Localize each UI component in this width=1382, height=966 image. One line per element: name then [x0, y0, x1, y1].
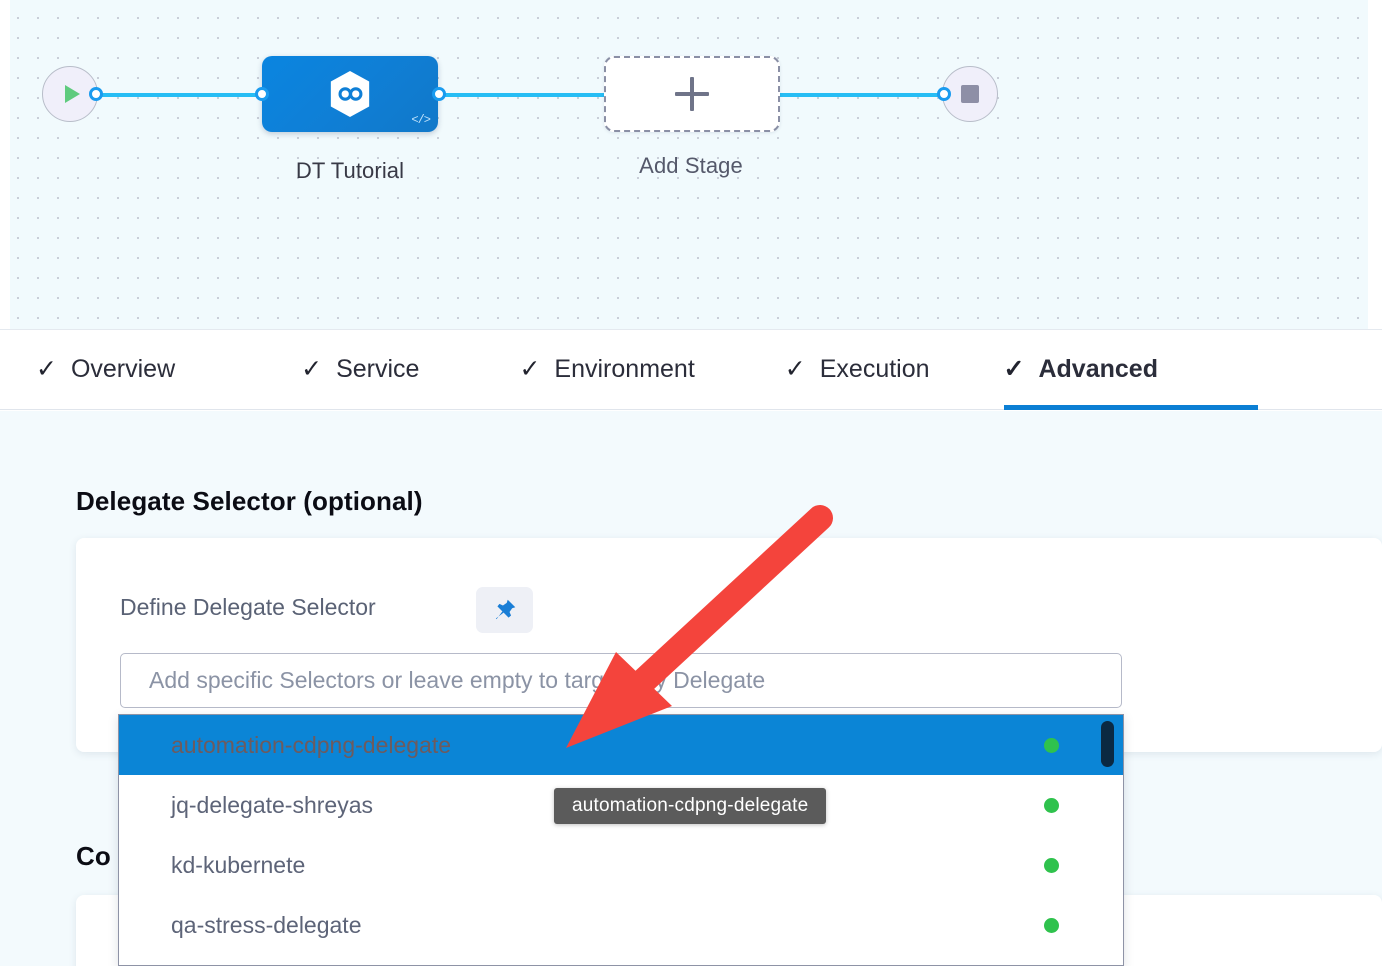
add-stage-label: Add Stage [639, 153, 743, 178]
status-dot-icon [1044, 917, 1059, 933]
pipeline-start-node[interactable] [42, 66, 98, 122]
dropdown-option-label: automation-cdpng-delegate [171, 731, 452, 758]
tab-overview[interactable]: ✓ Overview [36, 330, 175, 410]
tab-advanced-label: Advanced [1038, 355, 1158, 383]
tab-advanced[interactable]: ✓ Advanced [1003, 330, 1259, 410]
tab-environment[interactable]: ✓ Environment [519, 330, 694, 410]
pin-icon [495, 599, 515, 620]
delegate-selector-heading: Delegate Selector (optional) [76, 486, 423, 516]
port-start-out[interactable] [89, 87, 103, 101]
pin-button[interactable] [476, 587, 533, 633]
check-icon: ✓ [301, 355, 323, 383]
status-dot-icon [1044, 737, 1059, 753]
connector-stage-to-add [432, 93, 622, 97]
canvas-right-gutter [1368, 0, 1382, 329]
plus-icon [675, 77, 709, 111]
conditional-execution-heading: Co [76, 841, 111, 871]
delegate-selector-input-placeholder: Add specific Selectors or leave empty to… [149, 667, 766, 693]
stage-node-label: DT Tutorial [295, 158, 405, 183]
check-icon: ✓ [784, 355, 806, 383]
stage-node-dt-tutorial[interactable]: </> [262, 56, 438, 132]
tab-execution[interactable]: ✓ Execution [785, 330, 930, 410]
stage-config-tabbar: ✓ Overview ✓ Service ✓ Environment ✓ Exe… [0, 330, 1382, 410]
status-dot-icon [1044, 857, 1059, 873]
dropdown-option-qa-stress-delegate[interactable]: qa-stress-delegate [119, 895, 1123, 955]
delegate-selector-dropdown[interactable]: automation-cdpng-delegate jq-delegate-sh… [118, 714, 1124, 966]
port-stage-in[interactable] [255, 87, 269, 101]
dropdown-scrollbar-thumb[interactable] [1101, 721, 1114, 767]
dropdown-option-label: kd-kubernete [171, 851, 306, 878]
tab-environment-label: Environment [554, 355, 695, 383]
tab-service[interactable]: ✓ Service [301, 330, 419, 410]
harness-cd-hexagon-icon [330, 71, 370, 117]
tab-execution-label: Execution [819, 355, 930, 383]
delegate-selector-input[interactable]: Add specific Selectors or leave empty to… [120, 653, 1122, 708]
connector-add-to-end [758, 93, 958, 97]
dropdown-option-automation-cdpng-delegate[interactable]: automation-cdpng-delegate [119, 715, 1123, 775]
stage-code-badge-icon: </> [411, 113, 431, 127]
dropdown-option-label: qa-stress-delegate [171, 911, 362, 938]
dropdown-option-jq-delegate-shreyas[interactable]: jq-delegate-shreyas [119, 775, 1123, 835]
status-dot-icon [1044, 797, 1059, 813]
tab-service-label: Service [336, 355, 420, 383]
tab-overview-label: Overview [70, 355, 176, 383]
check-icon: ✓ [36, 355, 57, 383]
define-delegate-selector-label: Define Delegate Selector [120, 594, 376, 620]
port-end-in[interactable] [937, 87, 951, 101]
dropdown-option-kd-kubernete[interactable]: kd-kubernete [119, 835, 1123, 895]
check-icon: ✓ [1003, 355, 1025, 383]
add-stage-button[interactable] [604, 56, 780, 132]
connector-start-to-stage [92, 93, 272, 97]
play-icon [64, 85, 80, 103]
port-stage-out[interactable] [432, 87, 446, 101]
stop-icon [961, 85, 979, 103]
delegate-option-tooltip: automation-cdpng-delegate [554, 788, 827, 824]
canvas-left-gutter [0, 0, 10, 329]
dropdown-option-label: jq-delegate-shreyas [171, 791, 374, 818]
pipeline-canvas[interactable]: </> DT Tutorial Add Stage [0, 0, 1382, 330]
check-icon: ✓ [519, 355, 541, 383]
